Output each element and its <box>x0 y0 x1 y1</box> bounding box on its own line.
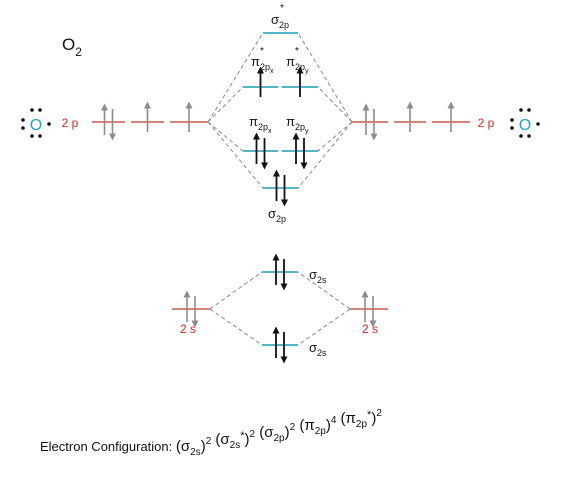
right-lone-pair-dot-6 <box>510 126 514 130</box>
left-lone-pair-dot-7 <box>47 122 51 126</box>
correlation-line-5 <box>297 32 353 123</box>
config-term-2-close: ) <box>245 431 250 448</box>
config-term-1-close: ) <box>201 438 206 455</box>
correlation-line-4 <box>207 121 264 189</box>
correlation-lines <box>207 32 353 346</box>
config-term-4-symbol: (π <box>295 417 315 434</box>
electron-arrows <box>101 66 455 364</box>
right-2p-label: 2 p <box>478 116 495 130</box>
config-term-4-close: ) <box>326 417 331 434</box>
right-lone-pair-dot-2 <box>527 108 531 112</box>
left-lone-pair-dot-6 <box>21 126 25 130</box>
left-2s-label: 2 s <box>180 322 196 336</box>
pi-2px-star-asterisk: * <box>260 46 264 57</box>
correlation-line-9 <box>209 271 263 310</box>
sigma-2p-label: σ2p <box>268 206 286 224</box>
config-term-5-star: * <box>367 409 372 421</box>
config-term-2-exp: 2 <box>250 429 256 440</box>
left-lone-pair-dot-3 <box>30 134 34 138</box>
sigma-2p-star-asterisk: * <box>280 3 284 14</box>
correlation-line-11 <box>297 271 351 310</box>
molecule-title: O2 <box>62 35 82 59</box>
config-term-1-exp: 2 <box>206 436 212 447</box>
right-2s-label: 2 s <box>362 322 378 336</box>
config-term-3-symbol: (σ <box>255 424 274 441</box>
config-term-3-exp: 2 <box>290 422 296 433</box>
config-term-5-symbol: (π <box>336 410 356 427</box>
correlation-line-6 <box>317 86 353 123</box>
correlation-line-8 <box>297 121 353 189</box>
config-term-3-close: ) <box>285 424 290 441</box>
config-term-5-exp: 2 <box>376 408 382 419</box>
config-term-2-sub: 2s <box>230 440 241 451</box>
energy-levels <box>92 32 470 346</box>
correlation-line-3 <box>207 121 244 152</box>
right-lone-pair-dot-3 <box>519 134 523 138</box>
right-oxygen-atom: O <box>510 108 540 138</box>
left-2p-label: 2 p <box>62 116 79 130</box>
sigma-2s-label: σ2s <box>309 340 327 358</box>
config-prefix: Electron Configuration: <box>40 439 176 454</box>
sigma-2s-star-label: σ2s <box>309 267 327 285</box>
left-lone-pair-dot-4 <box>38 134 42 138</box>
electron-configuration: Electron Configuration: (σ2s)2 (σ2s*)2 (… <box>40 408 382 458</box>
right-lone-pair-dot-1 <box>519 108 523 112</box>
correlation-line-2 <box>207 86 244 123</box>
config-term-2-star: * <box>240 430 245 442</box>
config-term-1-sub: 2s <box>190 447 201 458</box>
sigma-2p-star-label: σ2p <box>271 12 289 30</box>
left-atom-symbol: O <box>30 117 42 134</box>
left-lone-pair-dot-1 <box>30 108 34 112</box>
right-atom-symbol: O <box>519 117 531 134</box>
correlation-line-10 <box>209 308 263 346</box>
right-lone-pair-dots <box>510 108 540 138</box>
config-term-3-sub: 2p <box>274 433 286 444</box>
pi-2py-label: π2py <box>286 114 309 135</box>
config-term-1-symbol: (σ <box>176 438 191 455</box>
config-term-4-exp: 4 <box>331 415 337 426</box>
config-term-2-symbol: (σ <box>211 431 230 448</box>
left-lone-pair-dots <box>21 108 51 138</box>
pi-2py-star-label: π2py <box>286 54 309 75</box>
right-lone-pair-dot-5 <box>510 118 514 122</box>
config-term-5-close: ) <box>371 410 376 427</box>
left-oxygen-atom: O <box>21 108 51 138</box>
pi-2px-label: π2px <box>249 114 272 135</box>
pi-2py-star-asterisk: * <box>295 46 299 57</box>
correlation-line-7 <box>317 121 353 152</box>
right-lone-pair-dot-4 <box>527 134 531 138</box>
correlation-line-1 <box>207 32 264 123</box>
config-term-5-sub: 2p <box>356 419 368 430</box>
left-lone-pair-dot-2 <box>38 108 42 112</box>
config-term-4-sub: 2p <box>315 426 327 437</box>
pi-2px-star-label: π2px <box>251 54 274 75</box>
correlation-line-12 <box>297 308 351 346</box>
right-lone-pair-dot-7 <box>536 122 540 126</box>
left-lone-pair-dot-5 <box>21 118 25 122</box>
